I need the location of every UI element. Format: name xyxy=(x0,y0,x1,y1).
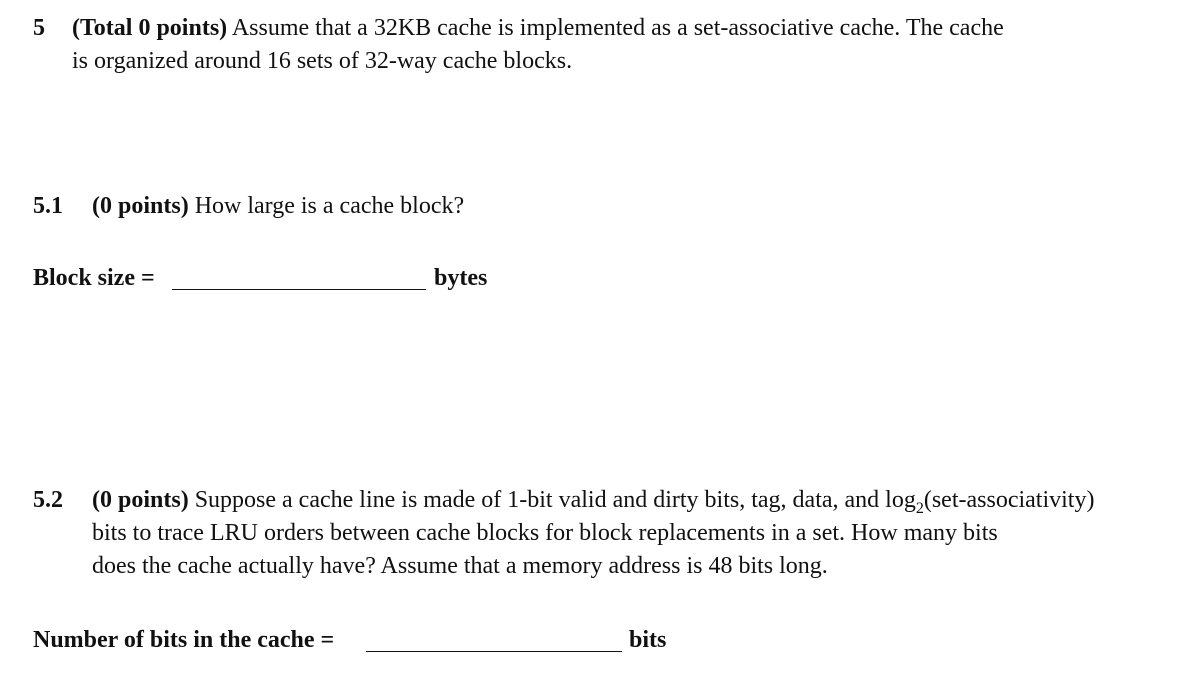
question-number: 5 xyxy=(33,15,45,41)
subquestion-text-line-3: does the cache actually have? Assume tha… xyxy=(92,553,828,579)
question-points: (Total 0 points) xyxy=(72,15,228,41)
answer-label-block-size: Block size = xyxy=(33,265,155,291)
subquestion-points: (0 points) xyxy=(92,193,189,219)
question-text-line-2: is organized around 16 sets of 32-way ca… xyxy=(72,48,573,74)
subquestion-text-line-2: bits to trace LRU orders between cache b… xyxy=(92,520,998,546)
subquestion-points: (0 points) xyxy=(92,487,189,513)
answer-label-cache-bits: Number of bits in the cache = xyxy=(33,627,335,653)
subquestion-question: How large is a cache block? xyxy=(194,193,465,219)
subquestion-text-line-1: (0 points) Suppose a cache line is made … xyxy=(92,484,1094,525)
answer-blank-cache-bits[interactable] xyxy=(366,651,622,652)
question-text-line-1: Assume that a 32KB cache is implemented … xyxy=(231,15,1004,41)
question-text: (Total 0 points) Assume that a 32KB cach… xyxy=(72,12,1004,45)
subquestion-text: (0 points) How large is a cache block? xyxy=(92,190,464,223)
subquestion-text-part-b: (set-associativity) xyxy=(923,487,1095,513)
answer-unit-bits: bits xyxy=(629,627,667,653)
subquestion-text-part-a: Suppose a cache line is made of 1-bit va… xyxy=(194,487,916,513)
subquestion-number: 5.1 xyxy=(33,193,63,219)
answer-unit-bytes: bytes xyxy=(434,265,488,291)
subscript-two: 2 xyxy=(915,499,924,517)
answer-blank-block-size[interactable] xyxy=(172,289,426,290)
subquestion-number: 5.2 xyxy=(33,487,63,513)
